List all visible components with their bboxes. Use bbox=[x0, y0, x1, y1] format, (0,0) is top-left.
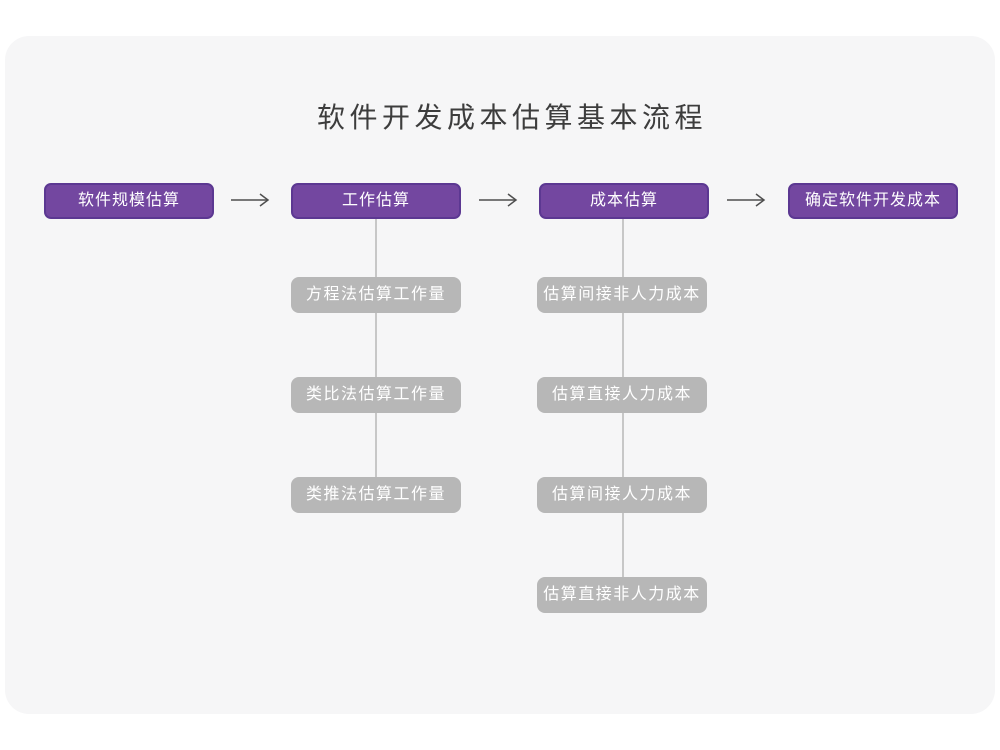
substep-direct-nonlabor-cost: 估算直接非人力成本 bbox=[537, 577, 707, 613]
substep-indirect-nonlabor-cost: 估算间接非人力成本 bbox=[537, 277, 707, 313]
substep-extrapolation-method: 类推法估算工作量 bbox=[291, 477, 461, 513]
connector-line-effort bbox=[375, 219, 377, 484]
substep-equation-method: 方程法估算工作量 bbox=[291, 277, 461, 313]
arrow-right-icon bbox=[726, 192, 770, 208]
flow-step-effort-estimation: 工作估算 bbox=[291, 183, 461, 219]
substep-analogy-method: 类比法估算工作量 bbox=[291, 377, 461, 413]
diagram-title: 软件开发成本估算基本流程 bbox=[316, 102, 707, 133]
substep-indirect-labor-cost: 估算间接人力成本 bbox=[537, 477, 707, 513]
arrow-right-icon bbox=[230, 192, 274, 208]
diagram-card bbox=[5, 36, 995, 714]
flow-step-cost-estimation: 成本估算 bbox=[539, 183, 709, 219]
flow-step-determine-dev-cost: 确定软件开发成本 bbox=[788, 183, 958, 219]
arrow-right-icon bbox=[478, 192, 522, 208]
substep-direct-labor-cost: 估算直接人力成本 bbox=[537, 377, 707, 413]
flow-step-software-scale-estimation: 软件规模估算 bbox=[44, 183, 214, 219]
